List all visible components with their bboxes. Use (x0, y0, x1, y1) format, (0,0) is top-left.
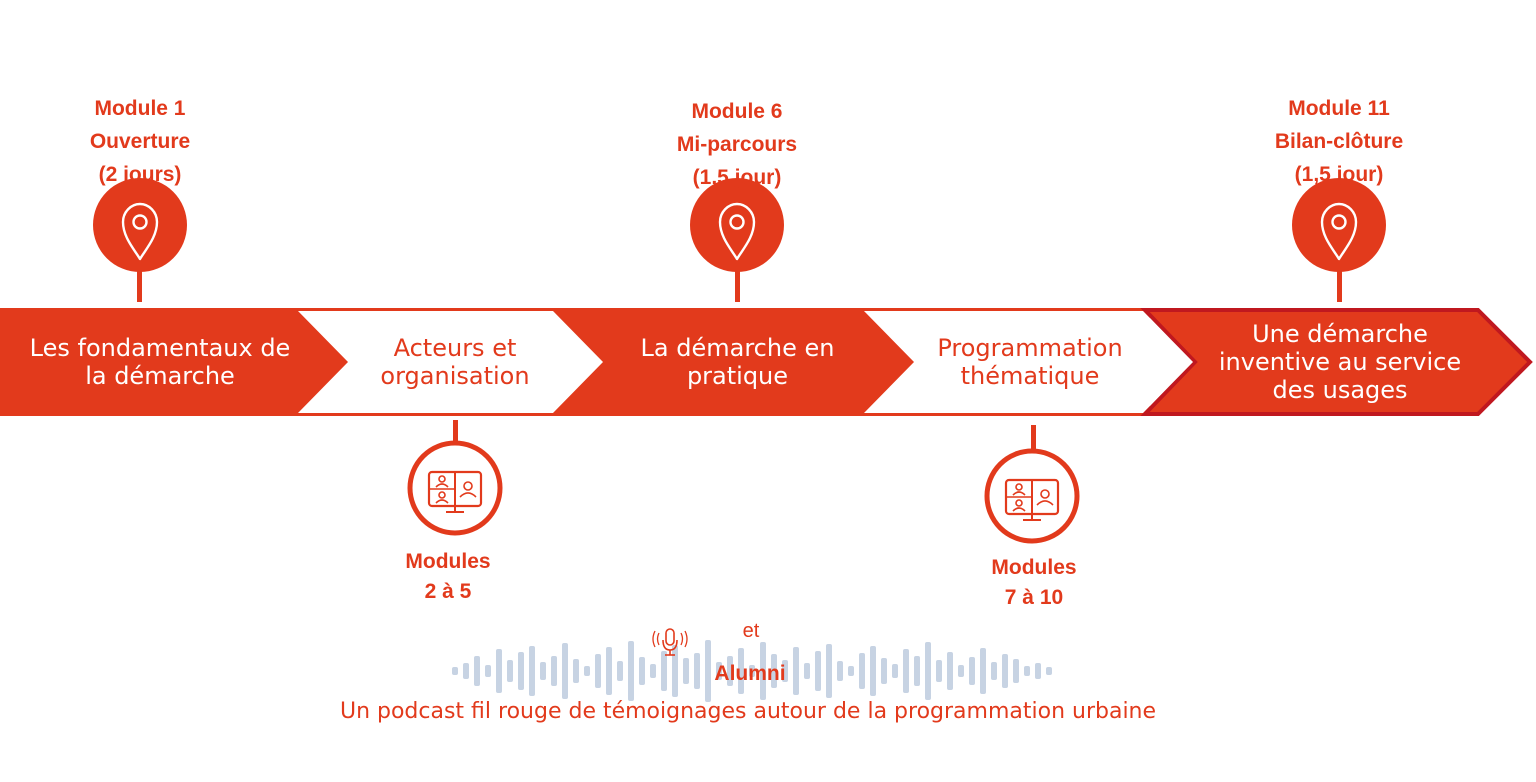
waveform-bar (793, 647, 799, 695)
online-connector (453, 420, 458, 456)
waveform-bar (771, 654, 777, 688)
online-connector (1031, 425, 1036, 457)
waveform-bar (804, 663, 810, 679)
milestone-connector (137, 258, 142, 302)
milestone-1-marker (93, 178, 187, 272)
step-2-chevron (298, 311, 603, 413)
waveform-bar (958, 665, 964, 677)
waveform-bar (892, 664, 898, 678)
waveform-bar (749, 665, 755, 677)
waveform-bar (727, 656, 733, 686)
waveform-bar (705, 640, 711, 702)
waveform-bar (980, 648, 986, 694)
waveform-bar (694, 653, 700, 689)
waveform-bar (1002, 654, 1008, 688)
timeline-band (0, 308, 1533, 416)
milestone-6-label: Module 6 Mi-parcours (1,5 jour) (676, 100, 798, 189)
waveform-bar (903, 649, 909, 693)
milestone-11-marker (1292, 178, 1386, 272)
step-5-label: Une démarche inventive au service des us… (1218, 320, 1462, 404)
waveform-bar (848, 666, 854, 676)
waveform-bar (452, 667, 458, 675)
waveform-bar (474, 656, 480, 686)
microphone-icon (652, 628, 688, 656)
waveform-bar (639, 657, 645, 685)
waveform-bar (496, 649, 502, 693)
waveform-bar (551, 656, 557, 686)
waveform-bar (1035, 663, 1041, 679)
waveform-bar (870, 646, 876, 696)
step-4-label: Programmation thématique (937, 334, 1123, 390)
online-modules-7-10-label: Modules 7 à 10 (991, 556, 1077, 609)
step-3-label: La démarche en pratique (640, 334, 835, 390)
location-pin-icon (1320, 202, 1358, 261)
waveform-bar (595, 654, 601, 688)
podcast-title: Alumni (714, 662, 786, 685)
podcast-description: Un podcast fil rouge de témoignages auto… (339, 699, 1157, 724)
milestone-connector (1337, 258, 1342, 302)
waveform-bar (463, 663, 469, 679)
waveform-bar (573, 659, 579, 683)
waveform-bar (991, 662, 997, 680)
step-1-label: Les fondamentaux de la démarche (29, 334, 291, 390)
waveform-bar (507, 660, 513, 682)
step-5-chevron (1140, 308, 1533, 416)
waveform-bar (529, 646, 535, 696)
waveform-bar (1046, 667, 1052, 675)
milestone-1-label: Module 1 Ouverture (2 jours) (89, 97, 191, 186)
waveform-bar (562, 643, 568, 699)
online-modules-7-10-marker (984, 448, 1080, 544)
podcast-connector-text: et (742, 620, 760, 642)
waveform-bar (859, 653, 865, 689)
milestone-6-marker (690, 178, 784, 272)
location-pin-icon (121, 202, 159, 261)
waveform-bar (925, 642, 931, 700)
online-modules-2-5-marker (407, 440, 503, 536)
waveform-bar (716, 662, 722, 680)
waveform-bar (617, 661, 623, 681)
step-2-label: Acteurs et organisation (380, 334, 530, 390)
waveform-bar (782, 660, 788, 682)
step-4-chevron (864, 311, 1193, 413)
waveform-bar (485, 665, 491, 677)
waveform-bar (936, 660, 942, 682)
waveform-bar (914, 656, 920, 686)
online-modules-2-5-label: Modules 2 à 5 (405, 550, 491, 603)
waveform-bar (881, 658, 887, 684)
waveform-bar (518, 652, 524, 690)
waveform-bar (628, 641, 634, 701)
location-pin-icon (718, 202, 756, 261)
waveform-bar (969, 657, 975, 685)
waveform-bar (672, 645, 678, 697)
waveform-bar (837, 661, 843, 681)
waveform-bar (760, 642, 766, 700)
video-conference-icon (1004, 478, 1060, 521)
milestone-connector (735, 258, 740, 302)
video-conference-icon (427, 470, 483, 513)
waveform-bar (815, 651, 821, 691)
waveform-bar (826, 644, 832, 698)
waveform-bar (584, 666, 590, 676)
waveform-bar (606, 647, 612, 695)
audio-waveform (452, 640, 1052, 702)
waveform-bar (1013, 659, 1019, 683)
waveform-bar (661, 651, 667, 691)
waveform-bar (1024, 666, 1030, 676)
waveform-bar (738, 648, 744, 694)
waveform-bar (540, 662, 546, 680)
waveform-bar (947, 652, 953, 690)
waveform-bar (683, 658, 689, 684)
waveform-bar (650, 664, 656, 678)
milestone-11-label: Module 11 Bilan-clôture (1,5 jour) (1274, 97, 1404, 186)
